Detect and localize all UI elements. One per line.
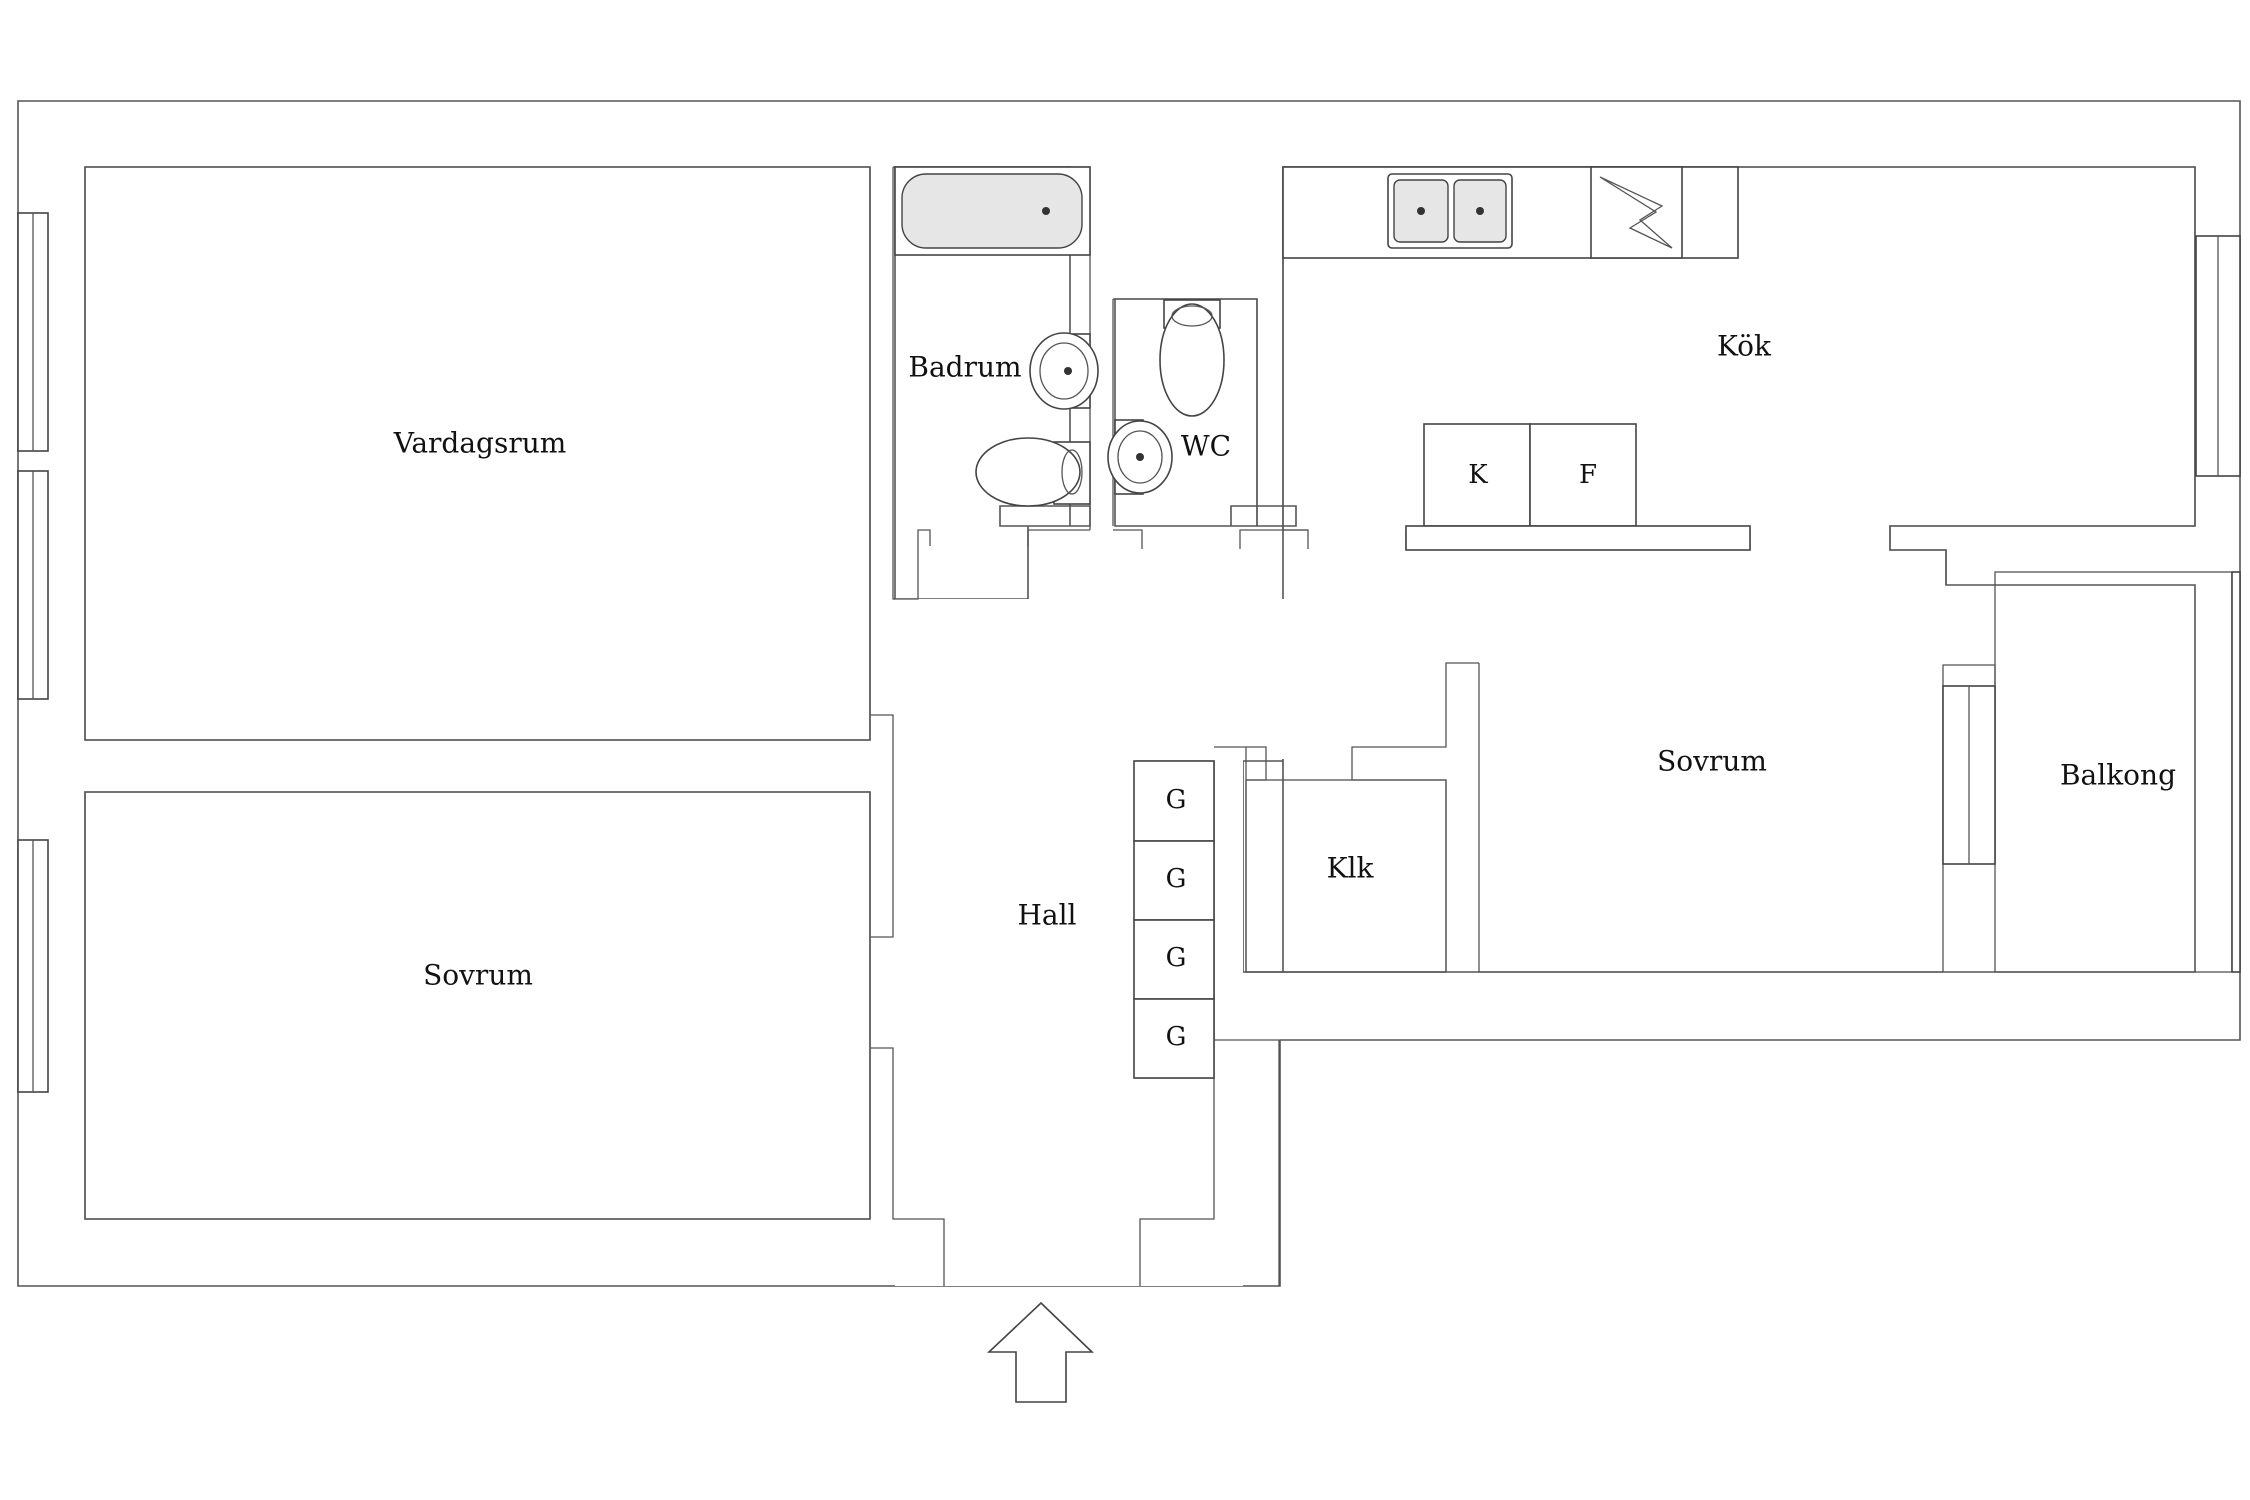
label-wardrobe-2: G <box>1166 864 1187 894</box>
label-wardrobe-3: G <box>1166 943 1187 973</box>
fridge-box <box>1423 423 1531 527</box>
wc-toilet-icon <box>1159 299 1225 417</box>
room-wc-outline <box>1112 298 1308 549</box>
entrance-arrow-icon <box>986 1301 1094 1403</box>
room-vardagsrum-outline <box>84 166 871 741</box>
wc-sink-icon <box>1107 419 1173 495</box>
sink-icon <box>1029 332 1099 410</box>
label-hall: Hall <box>1017 899 1076 932</box>
room-klk-outline <box>1245 779 1447 973</box>
wardrobe-2 <box>1133 840 1215 921</box>
label-vardagsrum: Vardagsrum <box>393 427 567 460</box>
label-klk: Klk <box>1327 852 1375 885</box>
label-fridge: K <box>1468 460 1488 490</box>
kitchen-sink-icon <box>1387 173 1513 249</box>
hall-walls <box>870 714 1267 1286</box>
freezer-box <box>1529 423 1637 527</box>
toilet-icon <box>975 437 1091 507</box>
label-sovrum-right: Sovrum <box>1657 745 1767 778</box>
label-sovrum-left: Sovrum <box>423 959 533 992</box>
label-freezer: F <box>1579 460 1597 490</box>
wardrobe-4 <box>1133 998 1215 1079</box>
room-sovrum-left-outline <box>84 791 871 1220</box>
label-wardrobe-1: G <box>1166 785 1187 815</box>
label-kok: Kök <box>1717 330 1772 363</box>
label-balkong: Balkong <box>2060 759 2176 792</box>
label-wc: WC <box>1181 430 1231 463</box>
room-kok-outline <box>1282 166 2196 585</box>
kitchen-bench <box>1405 525 1751 551</box>
label-badrum: Badrum <box>908 351 1021 384</box>
hall-floor <box>895 599 1915 759</box>
bathtub-icon <box>894 166 1091 256</box>
label-wardrobe-4: G <box>1166 1022 1187 1052</box>
wardrobe-1 <box>1133 760 1215 842</box>
stove-icon <box>1590 166 1683 259</box>
windows <box>17 212 2241 1093</box>
